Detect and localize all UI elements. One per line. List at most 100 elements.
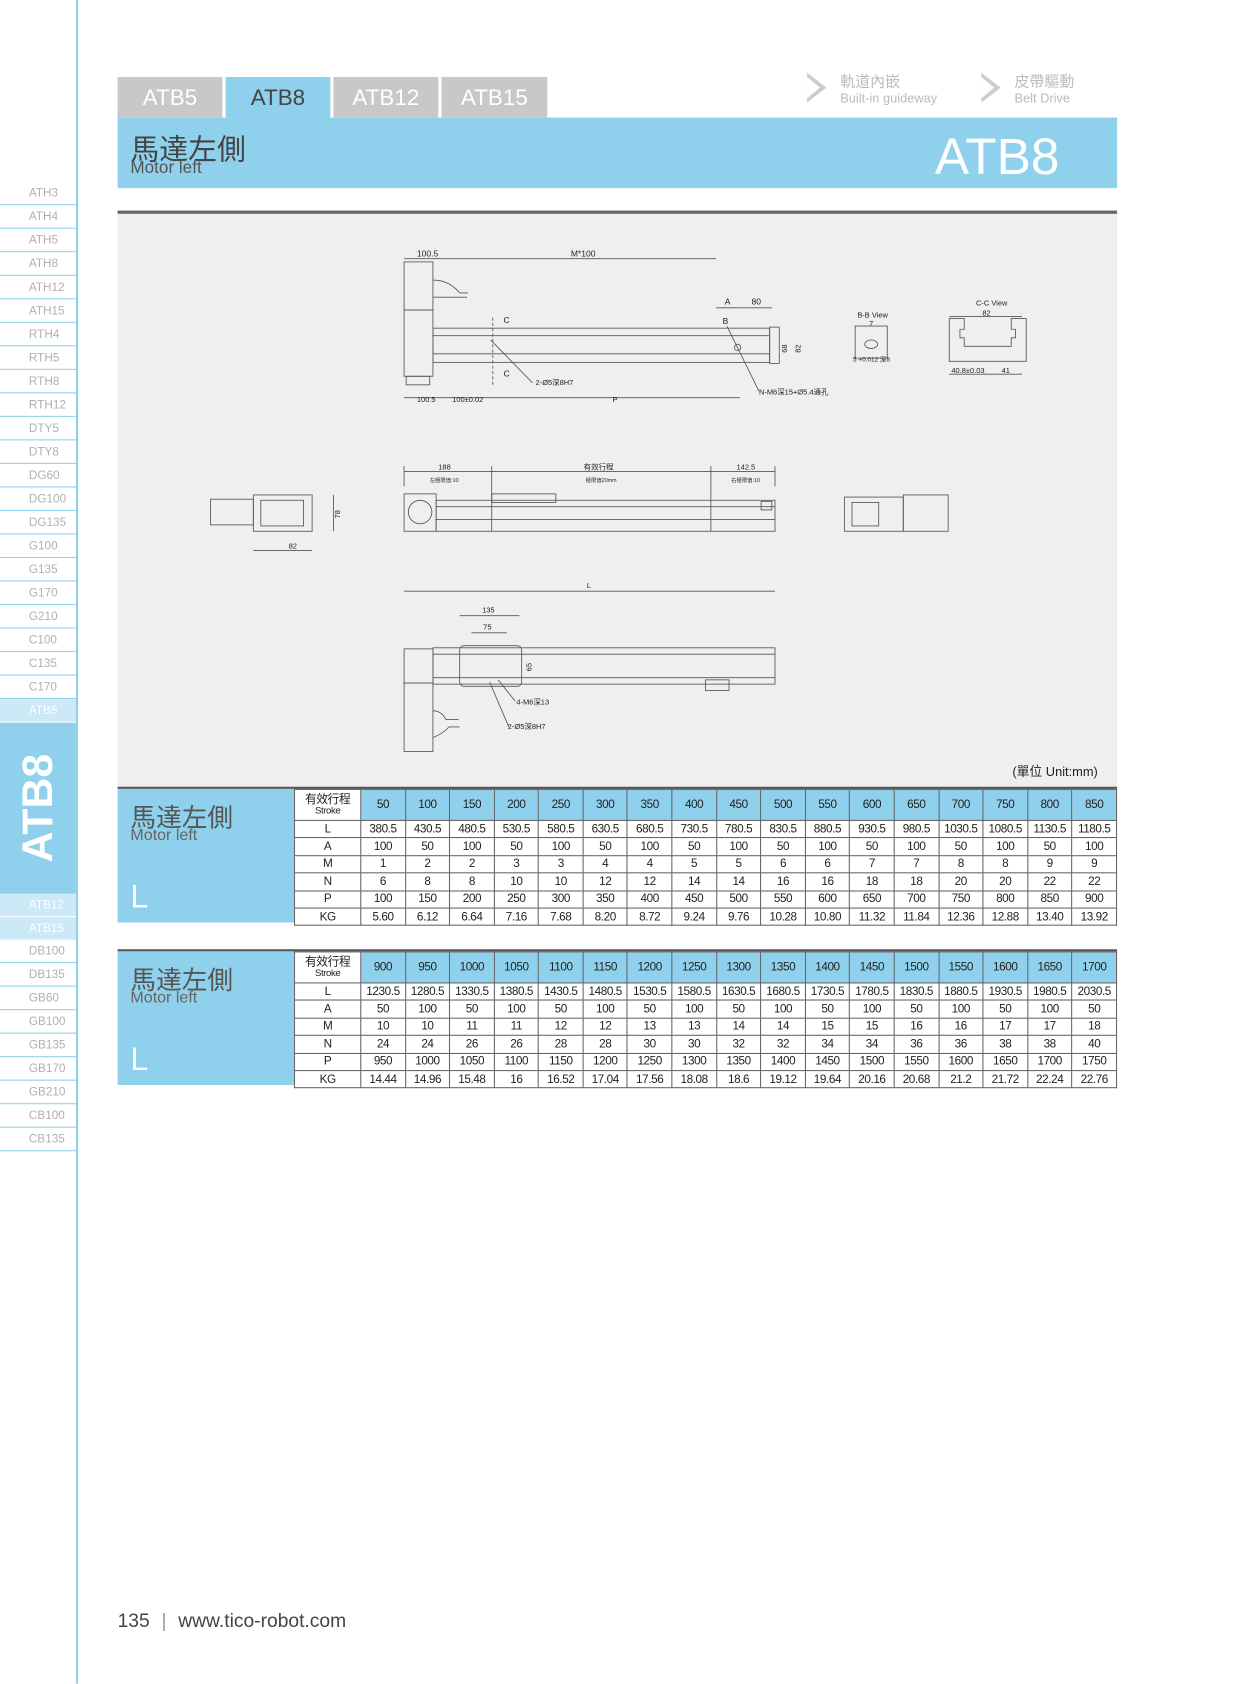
- table-cell: 11.32: [849, 907, 895, 927]
- table-cell: 6: [360, 872, 406, 892]
- stroke-cell: 700: [938, 788, 984, 821]
- table-cell: 11: [493, 1017, 540, 1037]
- dim-label: 100.5: [417, 395, 436, 404]
- sidebar-item-db100[interactable]: DB100: [0, 940, 76, 964]
- dim-label: C: [503, 368, 509, 378]
- table-cell: 350: [582, 889, 628, 909]
- table-cell: 21.2: [938, 1069, 984, 1089]
- sidebar-item-atb5[interactable]: ATB5: [0, 699, 76, 723]
- table-cell: 11: [449, 1017, 495, 1037]
- stroke-cell: 100: [404, 788, 451, 821]
- sidebar-item-c135[interactable]: C135: [0, 652, 76, 676]
- tab-atb15[interactable]: ATB15: [441, 76, 548, 118]
- dim-label: 80: [751, 297, 761, 307]
- sidebar-item-ath12[interactable]: ATH12: [0, 276, 76, 300]
- tab-atb5[interactable]: ATB5: [117, 76, 223, 118]
- table-cell: 18: [893, 872, 940, 892]
- side-view: 188 左極限值:10 有效行程 極限值20mm 142.5 右極限值:10 L: [403, 461, 776, 592]
- table-cell: 2030.5: [1071, 982, 1118, 1001]
- table-cell: 530.5: [493, 819, 540, 839]
- sidebar-item-dg60[interactable]: DG60: [0, 464, 76, 488]
- table-cell: 250: [493, 889, 540, 909]
- sidebar-item-g170[interactable]: G170: [0, 582, 76, 606]
- table-cell: 12.36: [938, 907, 984, 927]
- table-cell: 26: [493, 1034, 540, 1054]
- sidebar-item-rth4[interactable]: RTH4: [0, 323, 76, 347]
- sidebar-item-dg135[interactable]: DG135: [0, 511, 76, 535]
- website-link[interactable]: www.tico-robot.com: [178, 1609, 347, 1632]
- sidebar-current-item[interactable]: ATB8: [0, 722, 76, 894]
- sidebar-item-gb60[interactable]: GB60: [0, 987, 76, 1011]
- table-cell: 38: [982, 1034, 1028, 1054]
- bottom-view: 135 75 65 4-M6深13 2-Ø5深8H7: [403, 606, 776, 752]
- table-cell: 2: [449, 854, 495, 874]
- sidebar-item-ath8[interactable]: ATH8: [0, 252, 76, 276]
- table-cell: 980.5: [893, 819, 940, 839]
- sidebar-item-dg100[interactable]: DG100: [0, 487, 76, 511]
- table-cell: 13: [626, 1017, 673, 1037]
- table-cell: 18: [1071, 1017, 1118, 1037]
- sidebar-item-atb15[interactable]: ATB15: [0, 916, 76, 941]
- sidebar-item-g210[interactable]: G210: [0, 605, 76, 629]
- sidebar-item-dty5[interactable]: DTY5: [0, 417, 76, 441]
- table-cell: 10: [360, 1017, 406, 1037]
- sidebar-item-cb135[interactable]: CB135: [0, 1128, 76, 1152]
- table-cell: 430.5: [404, 819, 451, 839]
- table-cell: 1780.5: [849, 982, 895, 1001]
- sidebar-item-g135[interactable]: G135: [0, 558, 76, 582]
- table-cell: 24: [360, 1034, 406, 1054]
- sidebar-item-c170[interactable]: C170: [0, 676, 76, 700]
- dim-label: 142.5: [737, 462, 756, 471]
- sidebar-item-ath3[interactable]: ATH3: [0, 182, 76, 206]
- dim-label: 右極限值:10: [731, 476, 760, 484]
- table-cell: 100: [582, 999, 628, 1019]
- sidebar-item-gb170[interactable]: GB170: [0, 1057, 76, 1081]
- table-cell: 1550: [893, 1052, 940, 1072]
- table-cell: 1500: [849, 1052, 895, 1072]
- sidebar-item-ath15[interactable]: ATH15: [0, 299, 76, 323]
- sidebar-item-ath4[interactable]: ATH4: [0, 205, 76, 229]
- row-header: L: [293, 982, 362, 1001]
- sidebar-item-gb100[interactable]: GB100: [0, 1010, 76, 1034]
- sidebar-item-g100[interactable]: G100: [0, 534, 76, 559]
- row-header: N: [293, 872, 362, 892]
- table-cell: 7: [893, 854, 940, 874]
- sidebar-item-cb100[interactable]: CB100: [0, 1104, 76, 1128]
- table-cell: 780.5: [715, 819, 762, 839]
- table-cell: 14: [715, 1017, 762, 1037]
- nav-label-zh: 皮帶驅動: [1014, 72, 1075, 90]
- sidebar-item-rth12[interactable]: RTH12: [0, 393, 76, 417]
- tab-atb8[interactable]: ATB8: [225, 76, 331, 118]
- sidebar-item-atb12[interactable]: ATB12: [0, 893, 76, 918]
- sidebar-item-db135[interactable]: DB135: [0, 963, 76, 987]
- stroke-cell: 900: [360, 951, 406, 984]
- table-letter: L: [130, 1042, 149, 1078]
- table-cell: 450: [671, 889, 717, 909]
- table-cell: 15: [849, 1017, 895, 1037]
- stroke-cell: 200: [493, 788, 540, 821]
- table-cell: 100: [360, 889, 406, 909]
- table-cell: 14.96: [404, 1069, 451, 1089]
- dim-label: 100.5: [417, 249, 439, 259]
- table-cell: 16: [493, 1069, 540, 1089]
- table-cell: 18.08: [671, 1069, 717, 1089]
- sidebar-item-ath5[interactable]: ATH5: [0, 229, 76, 253]
- sidebar-item-rth5[interactable]: RTH5: [0, 346, 76, 370]
- table-cell: 30: [626, 1034, 673, 1054]
- sidebar-item-gb135[interactable]: GB135: [0, 1034, 76, 1058]
- tab-atb12[interactable]: ATB12: [333, 76, 439, 118]
- table-cell: 1230.5: [360, 982, 406, 1001]
- sidebar-item-gb210[interactable]: GB210: [0, 1081, 76, 1105]
- table-cell: 1430.5: [538, 982, 584, 1001]
- sidebar-item-c100[interactable]: C100: [0, 629, 76, 653]
- sidebar-item-dty8[interactable]: DTY8: [0, 440, 76, 464]
- table-cell: 1000: [404, 1052, 451, 1072]
- table-cell: 750: [938, 889, 984, 909]
- row-header: N: [293, 1034, 362, 1054]
- stroke-cell: 850: [1071, 788, 1118, 821]
- sidebar-item-rth8[interactable]: RTH8: [0, 370, 76, 394]
- table-cell: 50: [582, 837, 628, 857]
